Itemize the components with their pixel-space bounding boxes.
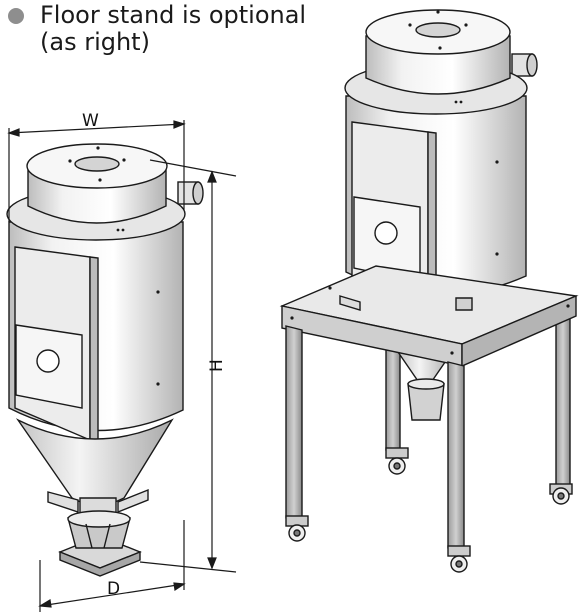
caption-line-1: Floor stand is optional (40, 1, 307, 29)
sight-glass-right (374, 221, 398, 245)
left-dryer (6, 143, 204, 577)
width-label: W (82, 111, 99, 131)
caption: Floor stand is optional (as right) (8, 2, 348, 56)
height-label: H (207, 359, 227, 372)
depth-label: D (107, 579, 120, 599)
base-flange-right (117, 488, 149, 514)
base-rib (85, 523, 111, 549)
dryer-door-edge (89, 256, 99, 445)
caster-back-left (385, 447, 409, 475)
base-valve-ring (67, 510, 131, 528)
inlet-pipe (177, 181, 204, 205)
stand-leg-back-left (385, 337, 401, 453)
dimension-lines (7, 120, 237, 612)
base-plate-edge (59, 550, 141, 577)
stand-outlet-ring (407, 378, 445, 390)
stand-screws (290, 286, 570, 355)
sight-glass (36, 349, 60, 373)
inlet-pipe-right (511, 53, 538, 77)
stand-leg-back-right (555, 315, 571, 489)
caster-front-right (447, 545, 471, 573)
bullet-icon (8, 8, 24, 24)
stand-leg-front-right (447, 361, 465, 553)
stand-leg-front-left (285, 325, 303, 523)
body-screws-right (408, 10, 499, 256)
caster-back-right (549, 483, 573, 505)
dryer-base-right (339, 295, 361, 311)
right-dryer-on-stand (279, 9, 579, 573)
caption-line-2: (as right) (40, 28, 150, 56)
body-screws (68, 146, 160, 386)
dryer-top-opening (74, 156, 120, 172)
dryer-foot-bracket (455, 297, 473, 311)
stand-table-side (461, 294, 577, 368)
caster-front-left (285, 515, 309, 542)
dryer-top-opening-right (415, 22, 461, 38)
base-flange (47, 491, 79, 513)
